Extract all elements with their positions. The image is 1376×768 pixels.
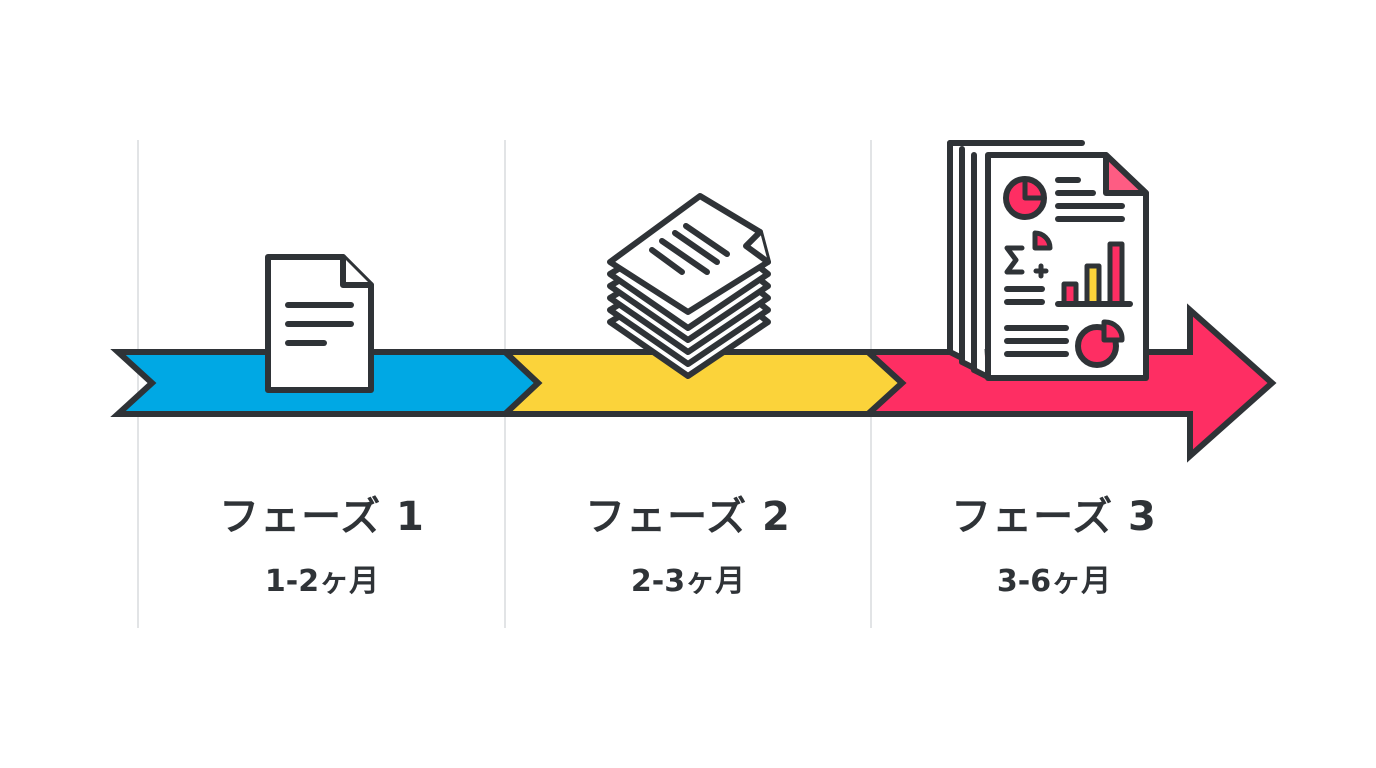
phase-3-title: フェーズ 3 xyxy=(951,494,1157,540)
phase-2-title: フェーズ 2 xyxy=(585,494,791,540)
column-divider-1 xyxy=(137,140,139,628)
report-with-charts-icon xyxy=(947,140,1149,381)
phase-2-duration: 2-3ヶ月 xyxy=(630,564,746,599)
single-document-icon xyxy=(265,254,374,393)
phase-3-duration: 3-6ヶ月 xyxy=(996,564,1112,599)
phase-1-duration: 1-2ヶ月 xyxy=(264,564,380,599)
document-stack-icon xyxy=(607,193,771,379)
phase-1-title: フェーズ 1 xyxy=(219,494,425,540)
